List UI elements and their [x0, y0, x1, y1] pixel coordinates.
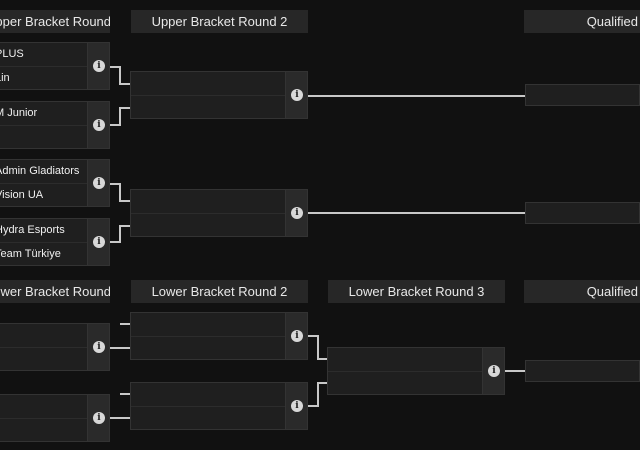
- bracket-connector: [308, 335, 318, 337]
- upper-bracket-round-2-header: Upper Bracket Round 2: [131, 10, 308, 33]
- lower-bracket-round-3-header: Lower Bracket Round 3: [328, 280, 505, 303]
- upper-qualified-header: Qualified: [524, 10, 640, 33]
- upper-r1-match-4[interactable]: Hydra Esports Team Türkiye i: [0, 218, 110, 266]
- team-slot[interactable]: [131, 72, 285, 96]
- team-slot[interactable]: [131, 214, 285, 237]
- team-slot[interactable]: [131, 337, 285, 360]
- info-icon: i: [93, 412, 105, 424]
- bracket-connector: [120, 393, 130, 395]
- team-slot[interactable]: Lin: [0, 72, 10, 84]
- team-slot[interactable]: [328, 348, 482, 372]
- bracket-connector: [110, 417, 130, 419]
- bracket-connector: [110, 347, 130, 349]
- info-icon: i: [93, 60, 105, 72]
- team-slot[interactable]: [0, 395, 87, 419]
- upper-bracket-round-1-header: Upper Bracket Round 1: [0, 10, 110, 33]
- info-icon: i: [93, 177, 105, 189]
- upper-r2-match-1[interactable]: i: [130, 71, 308, 119]
- team-slot[interactable]: PLUS: [0, 43, 87, 67]
- team-slot[interactable]: Hydra Esports: [0, 219, 87, 243]
- match-info-button[interactable]: i: [87, 43, 109, 89]
- lower-bracket-round-1-header: Lower Bracket Round 1: [0, 280, 110, 303]
- team-slot[interactable]: [131, 407, 285, 430]
- upper-qualified-slot-2[interactable]: [525, 202, 640, 224]
- bracket-connector: [505, 370, 525, 372]
- upper-r1-match-3[interactable]: Admin Gladiators Vision UA i: [0, 159, 110, 207]
- bracket-connector: [120, 323, 130, 325]
- bracket-connector: [317, 358, 327, 360]
- team-slot[interactable]: Team Türkiye: [0, 248, 61, 260]
- info-icon: i: [291, 89, 303, 101]
- bracket-connector: [119, 66, 121, 84]
- team-slot[interactable]: [0, 324, 87, 348]
- match-info-button[interactable]: i: [87, 219, 109, 265]
- bracket-connector: [317, 382, 319, 407]
- lower-qualified-slot-1[interactable]: [525, 360, 640, 382]
- match-info-button[interactable]: i: [482, 348, 504, 394]
- team-slot[interactable]: [131, 96, 285, 119]
- bracket-connector: [119, 107, 121, 126]
- bracket-connector: [119, 200, 130, 202]
- team-slot[interactable]: [0, 348, 87, 371]
- info-icon: i: [291, 207, 303, 219]
- lower-r1-match-2[interactable]: i: [0, 394, 110, 442]
- team-slot[interactable]: [131, 383, 285, 407]
- lower-r1-match-1[interactable]: i: [0, 323, 110, 371]
- team-slot[interactable]: Vision UA: [0, 189, 44, 201]
- lower-qualified-header: Qualified: [524, 280, 640, 303]
- match-info-button[interactable]: i: [285, 72, 307, 118]
- team-slot[interactable]: [0, 419, 87, 442]
- bracket-connector: [110, 183, 120, 185]
- team-slot[interactable]: M Junior: [0, 102, 87, 126]
- bracket-connector: [110, 241, 120, 243]
- team-slot[interactable]: Admin Gladiators: [0, 160, 87, 184]
- info-icon: i: [93, 236, 105, 248]
- info-icon: i: [291, 330, 303, 342]
- lower-r2-match-2[interactable]: i: [130, 382, 308, 430]
- info-icon: i: [488, 365, 500, 377]
- upper-r1-match-1[interactable]: PLUS Lin i: [0, 42, 110, 90]
- bracket-connector: [119, 183, 121, 201]
- bracket-connector: [308, 405, 318, 407]
- upper-r1-match-2[interactable]: M Junior i: [0, 101, 110, 149]
- bracket-connector: [119, 225, 121, 243]
- lower-r3-match-1[interactable]: i: [327, 347, 505, 395]
- match-info-button[interactable]: i: [285, 313, 307, 359]
- team-slot[interactable]: [328, 372, 482, 395]
- upper-r2-match-2[interactable]: i: [130, 189, 308, 237]
- bracket-connector: [119, 83, 130, 85]
- match-info-button[interactable]: i: [285, 190, 307, 236]
- match-info-button[interactable]: i: [87, 160, 109, 206]
- bracket-connector: [119, 107, 130, 109]
- bracket-connector: [308, 95, 525, 97]
- bracket-connector: [308, 212, 525, 214]
- info-icon: i: [93, 341, 105, 353]
- bracket-connector: [110, 66, 120, 68]
- lower-bracket-round-2-header: Lower Bracket Round 2: [131, 280, 308, 303]
- team-slot[interactable]: [131, 190, 285, 214]
- info-icon: i: [291, 400, 303, 412]
- team-slot[interactable]: [131, 313, 285, 337]
- match-info-button[interactable]: i: [87, 395, 109, 441]
- bracket-connector: [110, 124, 120, 126]
- bracket-connector: [317, 382, 327, 384]
- bracket-connector: [317, 335, 319, 359]
- lower-r2-match-1[interactable]: i: [130, 312, 308, 360]
- match-info-button[interactable]: i: [87, 102, 109, 148]
- team-slot[interactable]: [0, 126, 87, 149]
- upper-qualified-slot-1[interactable]: [525, 84, 640, 106]
- match-info-button[interactable]: i: [285, 383, 307, 429]
- info-icon: i: [93, 119, 105, 131]
- match-info-button[interactable]: i: [87, 324, 109, 370]
- bracket-connector: [119, 225, 130, 227]
